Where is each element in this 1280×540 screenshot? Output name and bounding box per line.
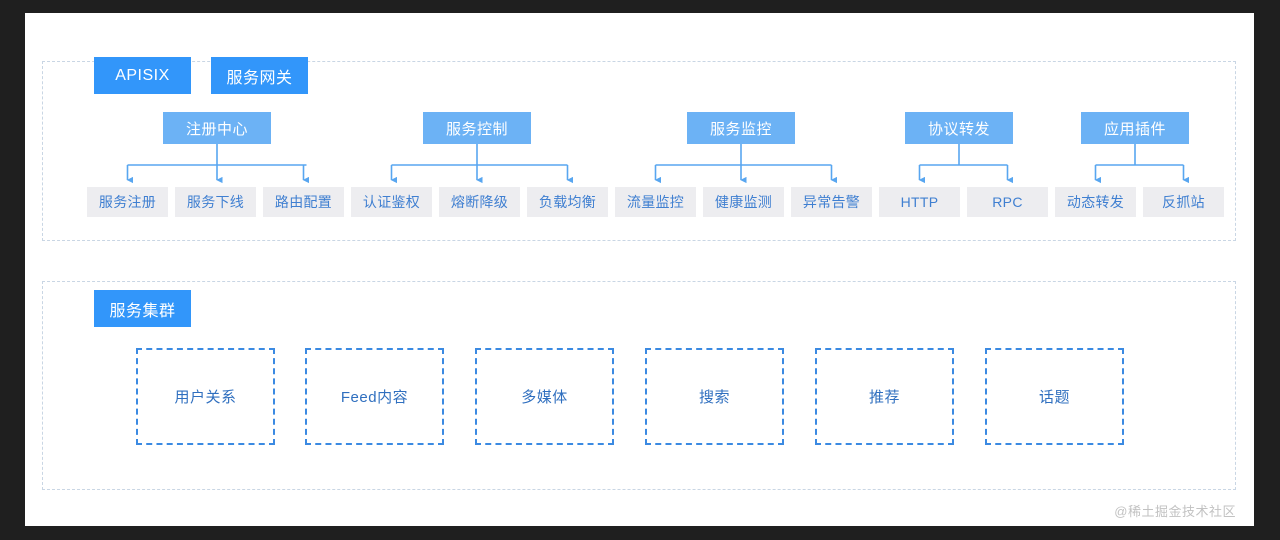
section-badge-service-cluster[interactable]: 服务集群 — [94, 290, 191, 327]
cluster-tile-feed-content[interactable]: Feed内容 — [305, 348, 444, 445]
diagram-card: APISIX 服务网关 注册中心 服务控制 服务监控 协议转发 应用插件 服务注… — [25, 13, 1254, 526]
leaf-box-auth[interactable]: 认证鉴权 — [351, 187, 432, 217]
cluster-tile-search[interactable]: 搜索 — [645, 348, 784, 445]
cluster-tile-user-relations[interactable]: 用户关系 — [136, 348, 275, 445]
leaf-box-dynamic-forward[interactable]: 动态转发 — [1055, 187, 1136, 217]
section-gateway — [42, 61, 1236, 241]
leaf-box-traffic-monitor[interactable]: 流量监控 — [615, 187, 696, 217]
leaf-box-service-offline[interactable]: 服务下线 — [175, 187, 256, 217]
section-badge-service-gateway[interactable]: 服务网关 — [211, 57, 308, 94]
cluster-tile-multimedia[interactable]: 多媒体 — [475, 348, 614, 445]
cluster-tile-recommendation[interactable]: 推荐 — [815, 348, 954, 445]
section-badge-apisix[interactable]: APISIX — [94, 57, 191, 94]
group-box-service-control[interactable]: 服务控制 — [423, 112, 531, 144]
leaf-box-route-config[interactable]: 路由配置 — [263, 187, 344, 217]
leaf-box-anti-crawler[interactable]: 反抓站 — [1143, 187, 1224, 217]
leaf-box-circuit-breaker[interactable]: 熔断降级 — [439, 187, 520, 217]
section-cluster — [42, 281, 1236, 490]
group-box-application-plugins[interactable]: 应用插件 — [1081, 112, 1189, 144]
group-box-service-monitoring[interactable]: 服务监控 — [687, 112, 795, 144]
leaf-box-rpc[interactable]: RPC — [967, 187, 1048, 217]
leaf-box-load-balance[interactable]: 负载均衡 — [527, 187, 608, 217]
leaf-box-service-register[interactable]: 服务注册 — [87, 187, 168, 217]
leaf-box-exception-alert[interactable]: 异常告警 — [791, 187, 872, 217]
cluster-tile-topic[interactable]: 话题 — [985, 348, 1124, 445]
leaf-box-http[interactable]: HTTP — [879, 187, 960, 217]
group-box-registry-center[interactable]: 注册中心 — [163, 112, 271, 144]
group-box-protocol-forwarding[interactable]: 协议转发 — [905, 112, 1013, 144]
leaf-box-health-check[interactable]: 健康监测 — [703, 187, 784, 217]
watermark: @稀土掘金技术社区 — [1114, 504, 1236, 519]
